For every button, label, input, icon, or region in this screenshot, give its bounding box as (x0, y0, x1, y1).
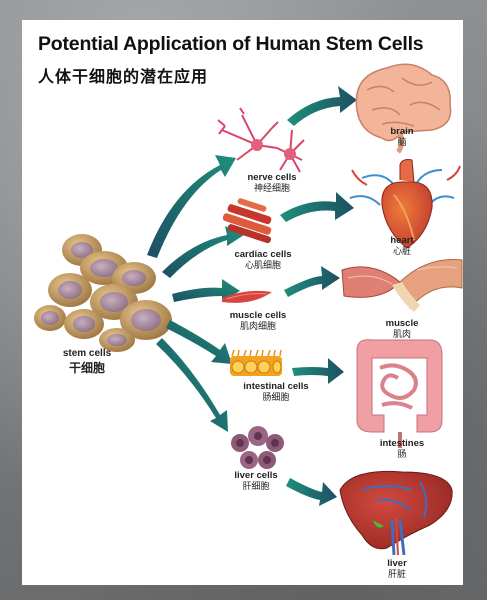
liver-label: liver 肝脏 (372, 558, 422, 580)
intestines-label: intestines 肠 (372, 438, 432, 460)
intestinal-cells-illustration (230, 349, 282, 376)
heart-label: heart 心脏 (377, 235, 427, 257)
muscle-label-en: muscle (385, 318, 419, 329)
intestines-illustration (356, 339, 443, 448)
muscle-cells-illustration (222, 290, 272, 303)
muscle-cells-label-en: muscle cells (229, 310, 287, 321)
muscle-label-zh: 肌肉 (392, 329, 411, 339)
brain-label-en: brain (390, 126, 414, 137)
nerve-cells-label: nerve cells 神经细胞 (232, 172, 312, 194)
muscle-cells-label-zh: 肌肉细胞 (239, 321, 276, 331)
cardiac-cells-illustration (222, 198, 272, 244)
intestinal-cells-label: intestinal cells 肠细胞 (226, 381, 326, 403)
heart-label-zh: 心脏 (392, 246, 411, 256)
nerve-cells-label-zh: 神经细胞 (253, 183, 290, 193)
intestines-label-en: intestines (379, 438, 425, 449)
page-subtitle: 人体干细胞的潜在应用 (38, 69, 209, 86)
heart-label-en: heart (390, 235, 414, 246)
stem-cells-label: stem cells 干细胞 (42, 347, 132, 375)
intestinal-cells-label-en: intestinal cells (243, 381, 309, 392)
diagram-artwork (34, 63, 463, 556)
cardiac-cells-label-zh: 心肌细胞 (244, 260, 281, 270)
brain-label: brain 脑 (377, 126, 427, 148)
muscle-cells-label: muscle cells 肌肉细胞 (218, 310, 298, 332)
muscle-organ-illustration (341, 258, 463, 312)
cardiac-cells-label-en: cardiac cells (234, 249, 292, 260)
intestinal-cells-label-zh: 肠细胞 (262, 392, 290, 402)
page-title: Potential Application of Human Stem Cell… (38, 33, 424, 55)
intestines-label-zh: 肠 (397, 449, 407, 459)
liver-cells-illustration (231, 426, 284, 469)
stem-to-cell-arrows (147, 155, 244, 432)
nerve-cells-illustration (217, 107, 305, 173)
stem-cells-label-zh: 干细胞 (68, 361, 105, 375)
liver-label-en: liver (387, 558, 407, 569)
infographic-card: Potential Application of Human Stem Cell… (22, 20, 463, 585)
cardiac-cells-label: cardiac cells 心肌细胞 (222, 249, 304, 271)
liver-cells-label-en: liver cells (234, 470, 278, 481)
liver-illustration (339, 470, 453, 556)
nerve-cells-label-en: nerve cells (247, 172, 297, 183)
stem-cells-cluster (34, 234, 172, 352)
muscle-label: muscle 肌肉 (377, 318, 427, 340)
cell-to-organ-arrows (280, 86, 357, 506)
liver-cells-label: liver cells 肝细胞 (216, 470, 296, 492)
heart-illustration (349, 159, 461, 249)
brain-illustration (355, 63, 452, 154)
liver-label-zh: 肝脏 (387, 569, 406, 579)
liver-cells-label-zh: 肝细胞 (242, 481, 270, 491)
stem-cells-label-en: stem cells (62, 348, 112, 359)
brain-label-zh: 脑 (397, 137, 407, 147)
